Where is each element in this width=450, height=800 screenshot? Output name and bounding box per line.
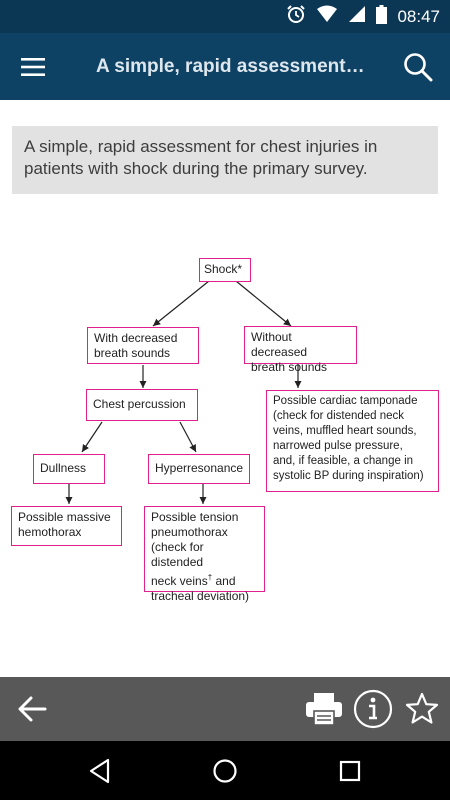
nav-recents-button[interactable] bbox=[330, 751, 370, 791]
nav-recents-icon bbox=[339, 760, 361, 782]
node-hyperresonance: Hyperresonance bbox=[148, 454, 250, 484]
node-without-decreased-breath-sounds: Without decreased breath sounds bbox=[244, 326, 357, 374]
signal-icon bbox=[348, 5, 366, 28]
flowchart-connectors bbox=[65, 280, 302, 504]
alarm-icon bbox=[286, 4, 306, 29]
favorite-button[interactable] bbox=[402, 689, 442, 729]
print-button[interactable] bbox=[304, 691, 344, 727]
battery-icon bbox=[376, 4, 388, 29]
node-shock: Shock* bbox=[199, 258, 251, 282]
bottom-toolbar bbox=[0, 677, 450, 741]
page-title: A simple, rapid assessment… bbox=[96, 56, 365, 77]
info-button[interactable] bbox=[352, 688, 394, 730]
search-icon bbox=[404, 53, 433, 82]
node-decreased-breath-sounds: With decreased breath sounds bbox=[87, 327, 199, 364]
nav-back-icon bbox=[89, 758, 110, 784]
back-arrow-icon bbox=[18, 696, 47, 722]
node-massive-hemothorax: Possible massive hemothorax bbox=[11, 506, 122, 546]
arrow-shock-to-without bbox=[235, 280, 292, 327]
print-icon bbox=[306, 693, 342, 726]
node-tension-pneumothorax: Possible tension pneumothorax (check for… bbox=[144, 506, 265, 603]
star-icon bbox=[405, 692, 439, 724]
arrow-percussion-to-hyperresonance bbox=[179, 421, 197, 453]
status-bar: 08:47 bbox=[0, 0, 450, 33]
app-bar: A simple, rapid assessment… bbox=[0, 33, 450, 100]
node-cardiac-tamponade: Possible cardiac tamponade (check for di… bbox=[266, 390, 439, 492]
back-button[interactable] bbox=[14, 691, 50, 727]
node-chest-percussion: Chest percussion bbox=[86, 389, 198, 421]
nav-home-icon bbox=[213, 759, 237, 783]
search-button[interactable] bbox=[398, 47, 438, 87]
figure-caption: A simple, rapid assessment for chest inj… bbox=[12, 126, 438, 194]
info-icon bbox=[353, 689, 393, 729]
menu-icon bbox=[21, 58, 45, 76]
status-icons: 08:47 bbox=[286, 0, 440, 33]
wifi-icon bbox=[316, 5, 338, 28]
nav-back-button[interactable] bbox=[80, 751, 120, 791]
flowchart: Shock* With decreased breath sounds With… bbox=[0, 200, 450, 620]
system-nav-bar bbox=[0, 741, 450, 800]
nav-home-button[interactable] bbox=[205, 751, 245, 791]
arrow-percussion-to-dullness bbox=[81, 421, 103, 453]
arrow-shock-to-decreased bbox=[152, 280, 210, 327]
menu-button[interactable] bbox=[16, 49, 52, 85]
node-dullness: Dullness bbox=[33, 454, 105, 484]
status-time: 08:47 bbox=[397, 6, 440, 26]
